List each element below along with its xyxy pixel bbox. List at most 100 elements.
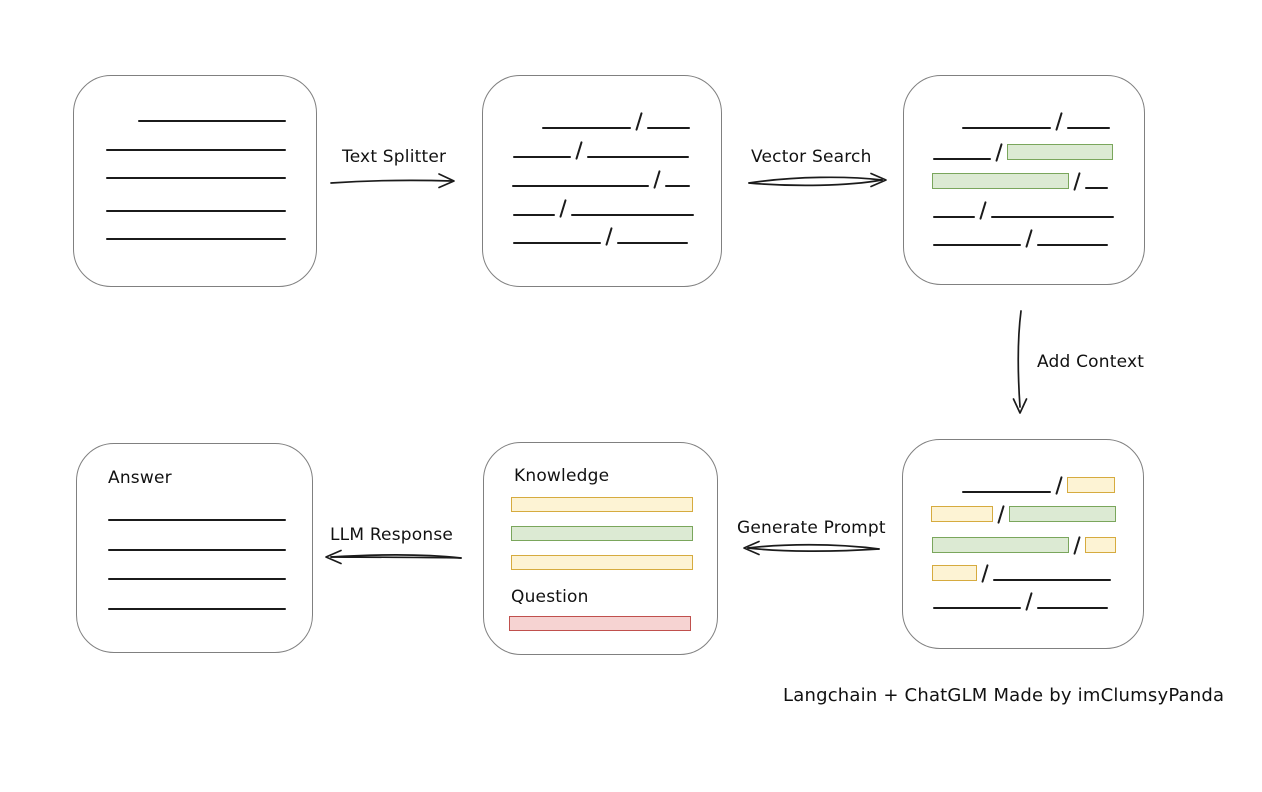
text-line — [108, 519, 286, 521]
chunk-row — [106, 224, 286, 240]
green-chunk — [932, 537, 1069, 553]
chunk-row — [512, 170, 690, 189]
chunk-row — [933, 592, 1108, 611]
text-line — [513, 156, 571, 158]
chunk-row — [542, 112, 690, 131]
text-line — [991, 216, 1114, 218]
yellow-chunk — [931, 506, 993, 522]
text-line — [933, 216, 975, 218]
text-line — [962, 127, 1051, 129]
yellow-bar — [511, 497, 693, 512]
split-chunks-box — [482, 75, 722, 287]
question-label: Question — [511, 587, 589, 607]
chunk-row — [108, 594, 286, 610]
text-splitter-label: Text Splitter — [342, 147, 447, 167]
generate-prompt-arrow — [743, 540, 880, 556]
text-line — [665, 185, 690, 187]
chunk-row — [931, 505, 1116, 524]
text-line — [571, 214, 694, 216]
chunk-row — [108, 505, 286, 521]
text-line — [108, 549, 286, 551]
text-line — [106, 177, 286, 179]
text-line — [108, 608, 286, 610]
add-context-arrow — [1012, 310, 1028, 414]
vector-matches-box — [903, 75, 1145, 285]
question-bars — [509, 616, 691, 631]
text-line — [933, 244, 1021, 246]
slash-separator — [1055, 476, 1063, 495]
text-line — [106, 238, 286, 240]
slash-separator — [559, 199, 567, 218]
chunk-row — [513, 227, 688, 246]
green-chunk — [1009, 506, 1116, 522]
slash-separator — [653, 170, 661, 189]
yellow-chunk — [932, 565, 977, 581]
text-line — [617, 242, 688, 244]
text-line — [1037, 244, 1108, 246]
yellow-chunk — [1085, 537, 1116, 553]
answer-label: Answer — [108, 468, 172, 488]
text-line — [1085, 187, 1108, 189]
text-line — [138, 120, 286, 122]
slash-separator — [1025, 592, 1033, 611]
chunk-row — [106, 163, 286, 179]
attribution-text: Langchain + ChatGLM Made by imClumsyPand… — [783, 685, 1225, 706]
slash-separator — [979, 201, 987, 220]
text-line — [933, 158, 991, 160]
text-line — [647, 127, 690, 129]
slash-separator — [1055, 112, 1063, 131]
generate-prompt-label: Generate Prompt — [737, 518, 886, 538]
knowledge-label: Knowledge — [514, 466, 610, 486]
text-line — [1067, 127, 1110, 129]
chunk-row — [108, 564, 286, 580]
text-line — [587, 156, 689, 158]
chunk-row — [932, 564, 1111, 583]
text-line — [993, 579, 1111, 581]
text-line — [513, 242, 601, 244]
chunk-row — [933, 143, 1113, 162]
text-line — [106, 149, 286, 151]
yellow-chunk — [1067, 477, 1115, 493]
text-line — [513, 214, 555, 216]
chunk-row — [106, 135, 286, 151]
slash-separator — [1073, 172, 1081, 191]
text-line — [512, 185, 649, 187]
slash-separator — [997, 505, 1005, 524]
chunk-row — [932, 172, 1108, 191]
text-line — [106, 210, 286, 212]
text-splitter-arrow — [330, 173, 455, 189]
chunk-row — [962, 112, 1110, 131]
slash-separator — [1025, 229, 1033, 248]
chunk-row — [513, 199, 694, 218]
red-bar — [509, 616, 691, 631]
text-line — [542, 127, 631, 129]
text-line — [933, 607, 1021, 609]
context-chunks-box — [902, 439, 1144, 649]
chunk-row — [108, 535, 286, 551]
chunk-row — [962, 476, 1115, 495]
text-line — [1037, 607, 1108, 609]
knowledge-bars — [511, 497, 693, 570]
text-line — [962, 491, 1051, 493]
green-chunk — [1007, 144, 1113, 160]
chunk-row — [513, 141, 689, 160]
add-context-label: Add Context — [1037, 352, 1145, 372]
document-box — [73, 75, 317, 287]
yellow-bar — [511, 555, 693, 570]
vector-search-arrow — [748, 172, 887, 188]
prompt-box: Knowledge Question — [483, 442, 718, 655]
chunk-row — [933, 201, 1114, 220]
green-chunk — [932, 173, 1069, 189]
slash-separator — [995, 143, 1003, 162]
vector-search-label: Vector Search — [751, 147, 872, 167]
slash-separator — [635, 112, 643, 131]
slash-separator — [575, 141, 583, 160]
chunk-row — [932, 536, 1116, 555]
green-bar — [511, 526, 693, 541]
llm-response-label: LLM Response — [330, 525, 454, 545]
chunk-row — [138, 106, 286, 122]
chunk-row — [933, 229, 1108, 248]
slash-separator — [605, 227, 613, 246]
chunk-row — [106, 196, 286, 212]
